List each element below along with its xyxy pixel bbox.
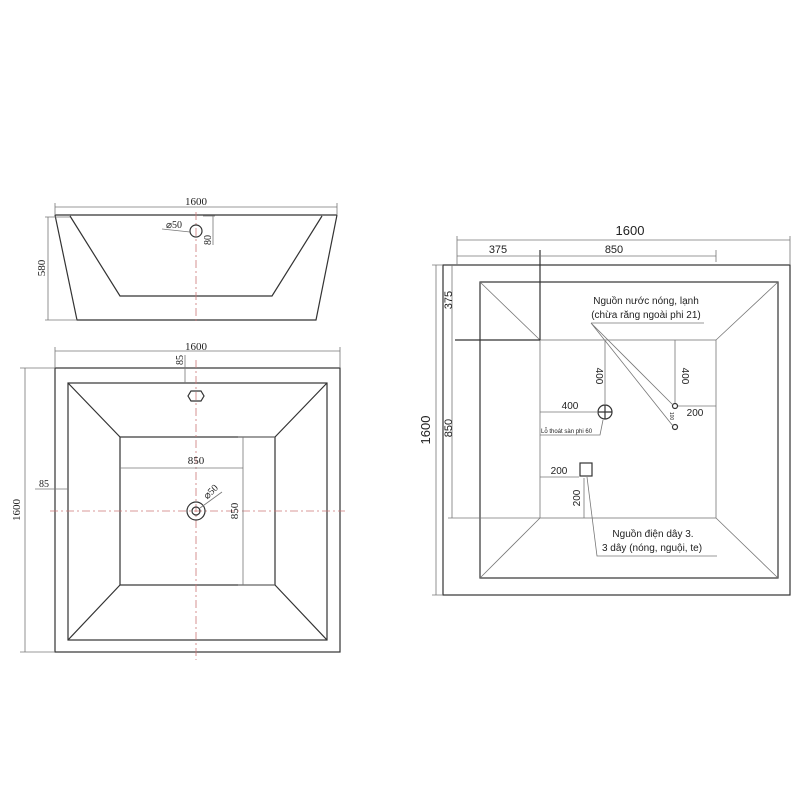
side-height-label: 580 (36, 259, 48, 276)
water-label-2: (chừa răng ngoài phi 21) (591, 310, 701, 321)
plan-depth-label: 1600 (11, 499, 23, 522)
offset-x-label: 375 (489, 244, 507, 256)
drain-label: Lỗ thoát sàn phi 60 (541, 428, 593, 435)
side-view: 1600 580 ⌀50 80 (36, 196, 338, 322)
install-depth-label: 1600 (418, 416, 433, 445)
rim-left-label: 85 (39, 479, 49, 490)
basin-x-label: 850 (605, 244, 623, 256)
power-from-bottom-label: 200 (572, 489, 583, 506)
basin-width-label: 850 (188, 455, 205, 467)
side-width-label: 1600 (185, 196, 208, 208)
overflow-dia-label: ⌀50 (166, 220, 182, 231)
power-socket-icon (579, 462, 593, 477)
drain-dia-label: ⌀50 (202, 483, 221, 502)
power-label-1: Nguồn điện dây 3. (612, 528, 693, 540)
basin-y-label: 850 (443, 419, 455, 437)
drain-from-top-label: 400 (593, 368, 604, 385)
drain-from-wall-label: 400 (562, 401, 579, 412)
overflow-offset-label: 80 (203, 235, 214, 245)
install-plan: 1600 375 850 1600 375 850 400 400 Lỗ tho… (418, 223, 791, 596)
water-inlet-icon (671, 402, 679, 410)
plan-width-label: 1600 (185, 341, 208, 353)
water-from-right-label: 200 (687, 408, 704, 419)
water-spacing-label: 100 (668, 412, 674, 421)
install-width-label: 1600 (616, 223, 645, 238)
basin-depth-label: 850 (229, 502, 241, 519)
plan-view: 1600 1600 85 85 850 850 ⌀50 (11, 341, 345, 660)
power-from-wall-label: 200 (551, 466, 568, 477)
water-from-top-label: 400 (679, 368, 690, 385)
power-label-2: 3 dây (nóng, nguội, te) (602, 543, 702, 554)
rim-top-label: 85 (175, 355, 186, 365)
offset-y-label: 375 (443, 291, 455, 309)
water-label-1: Nguồn nước nóng, lạnh (593, 295, 699, 307)
water-inlet-icon (671, 423, 679, 431)
